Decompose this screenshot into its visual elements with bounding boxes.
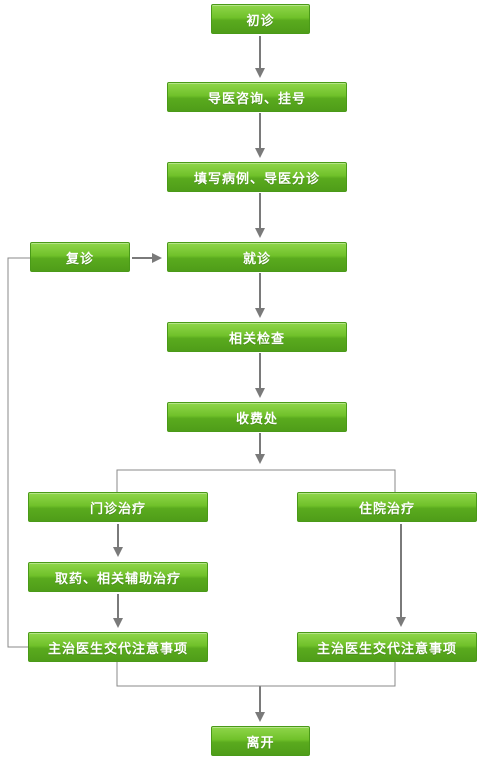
step-return-visit: 复诊 (30, 242, 130, 272)
step-doctor-instructions-left: 主治医生交代注意事项 (28, 632, 208, 662)
branch-merge-line (116, 662, 396, 687)
step-outpatient-treatment: 门诊治疗 (28, 492, 208, 522)
step-related-exams: 相关检查 (167, 322, 347, 352)
step-see-doctor: 就诊 (167, 242, 347, 272)
return-loop-line (7, 257, 30, 648)
step-leave: 离开 (211, 726, 310, 756)
step-inpatient-treatment: 住院治疗 (297, 492, 477, 522)
step-medicine-aux-treatment: 取药、相关辅助治疗 (28, 562, 208, 592)
step-fill-records-triage: 填写病例、导医分诊 (167, 162, 347, 192)
step-consultation-registration: 导医咨询、挂号 (167, 82, 347, 112)
branch-split-line (116, 469, 396, 492)
step-doctor-instructions-right: 主治医生交代注意事项 (297, 632, 477, 662)
step-cashier: 收费处 (167, 402, 347, 432)
step-initial-visit: 初诊 (211, 4, 310, 34)
